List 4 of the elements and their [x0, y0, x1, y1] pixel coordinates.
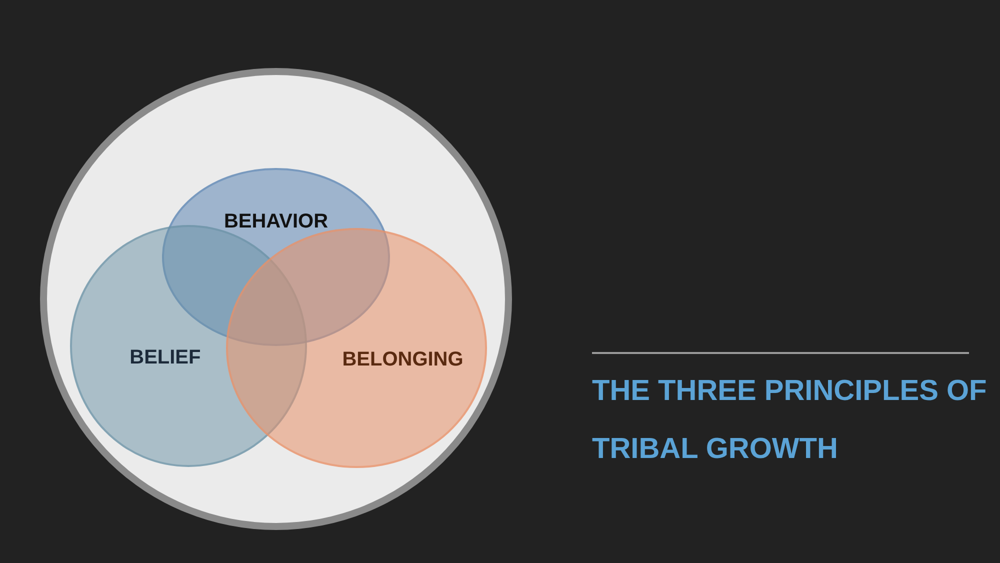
circle-label: BELIEF	[130, 346, 201, 370]
slide-title: THE THREE PRINCIPLES OF TRIBAL GROWTH	[592, 374, 988, 467]
circle-label: BEHAVIOR	[224, 210, 328, 234]
circle-label: BELONGING	[342, 348, 464, 372]
